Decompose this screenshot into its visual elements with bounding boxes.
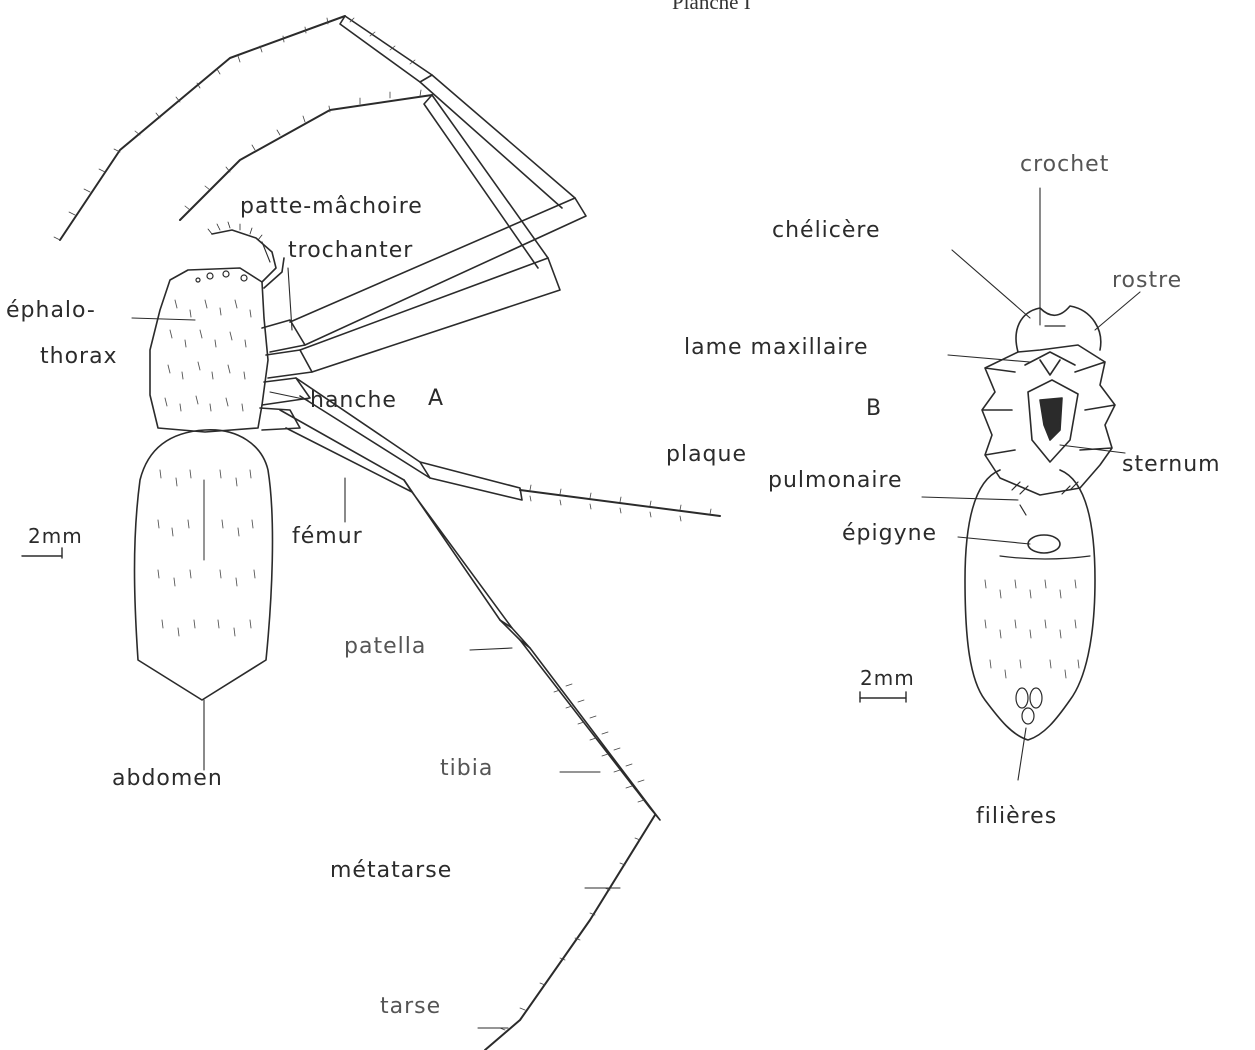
- label-tarse: tarse: [380, 996, 441, 1018]
- label-sternum: sternum: [1122, 454, 1221, 476]
- scale-bar-a-label: 2mm: [28, 526, 83, 546]
- label-trochanter: trochanter: [288, 240, 413, 262]
- epigastric-fold: [1000, 556, 1090, 559]
- maxillae: [1025, 352, 1075, 375]
- leg-1: [60, 16, 586, 345]
- label-pulmonaire: pulmonaire: [768, 470, 903, 492]
- body-hair-texture: [158, 300, 255, 636]
- label-tibia: tibia: [440, 758, 493, 780]
- label-epigyne: épigyne: [842, 523, 937, 545]
- abdomen-outline: [135, 430, 273, 700]
- label-crochet: crochet: [1020, 154, 1109, 176]
- label-abdomen: abdomen: [112, 768, 223, 790]
- label-plaque: plaque: [666, 444, 747, 466]
- label-hanche: hanche: [310, 390, 397, 412]
- figure-a-spider: [22, 16, 720, 1050]
- label-filieres: filières: [976, 806, 1057, 828]
- sternum-dark-mark: [1040, 398, 1062, 440]
- label-patella: patella: [344, 636, 426, 658]
- label-rostre: rostre: [1112, 270, 1182, 292]
- pedipalp: [212, 230, 284, 288]
- cephalothorax-outline: [150, 268, 268, 432]
- label-cephalothorax-line1: éphalo-: [6, 300, 96, 322]
- spinnerets: [1016, 688, 1042, 724]
- label-femur: fémur: [292, 526, 363, 548]
- scale-bar-b-label: 2mm: [860, 668, 915, 688]
- label-cephalothorax-line2: thorax: [40, 346, 118, 368]
- label-patte-machoire: patte-mâchoire: [240, 196, 423, 218]
- label-lame-maxillaire: lame maxillaire: [684, 337, 869, 359]
- plate-title: Planche I: [672, 0, 751, 13]
- figure-a-letter: A: [428, 388, 444, 410]
- leg-4: [280, 410, 660, 1050]
- epigyne: [1028, 535, 1060, 553]
- ventral-hair-texture: [985, 580, 1079, 678]
- label-chelicere: chélicère: [772, 220, 881, 242]
- chelicerae: [1016, 306, 1101, 352]
- eyes: [196, 271, 247, 282]
- label-metatarse: métatarse: [330, 860, 452, 882]
- figure-b-letter: B: [866, 398, 882, 420]
